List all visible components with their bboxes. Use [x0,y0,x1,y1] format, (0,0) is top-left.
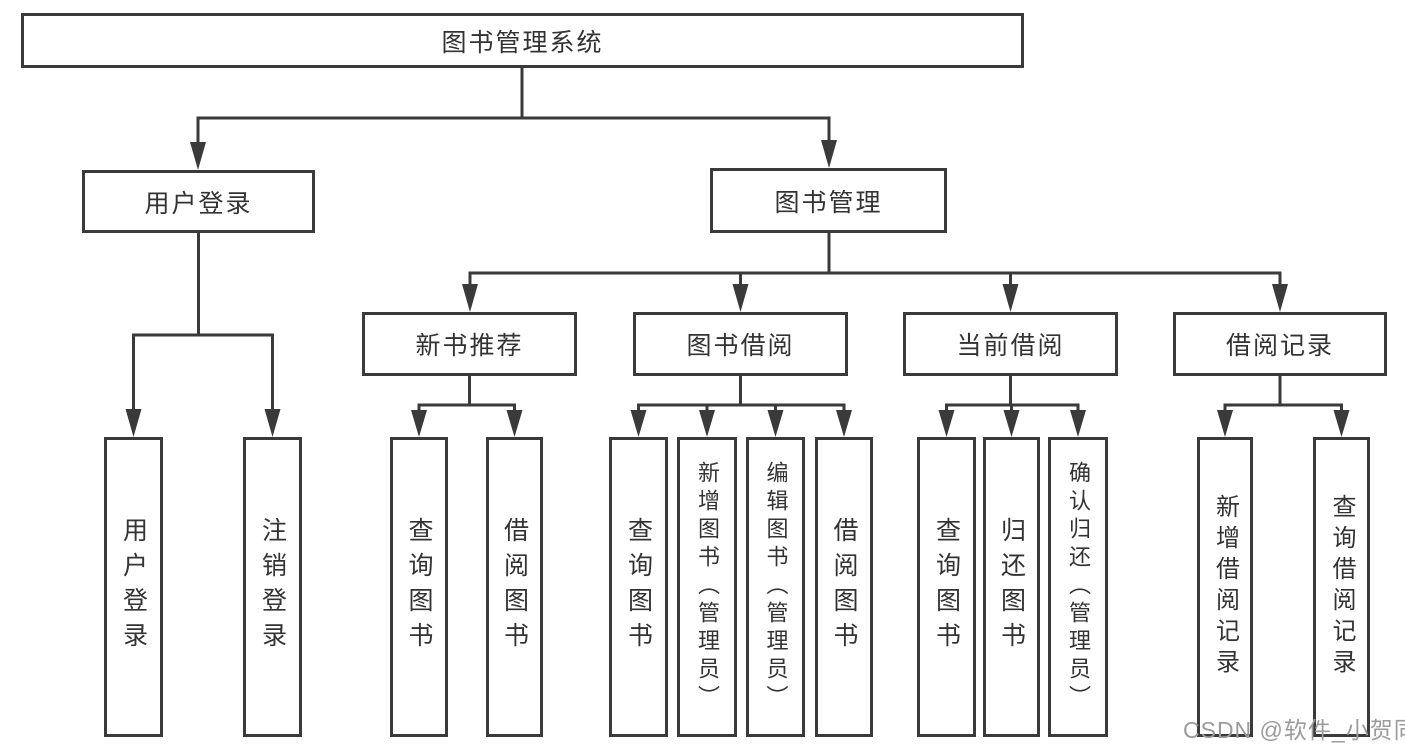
connector-book-management-sections [462,233,1288,312]
node-current-borrowing: 当前借阅 [903,312,1118,376]
csdn-watermark: CSDN @软件_小贺同学 [1183,717,1405,743]
leaf-confirm-return-admin: 确认归还（管理员） [1048,437,1108,737]
leaf-edit-book-admin: 编辑图书（管理员） [746,437,805,737]
leaf-add-borrow-record: 新增借阅记录 [1197,437,1253,737]
leaf-query-books-borrowing: 查询图书 [609,437,668,737]
leaf-logout: 注销登录 [243,437,302,737]
leaf-query-books-recommend: 查询图书 [390,437,448,737]
connector-root-to-level2 [190,68,837,170]
leaf-return-books: 归还图书 [983,437,1040,737]
node-user-login: 用户登录 [82,170,315,233]
node-borrowing-records: 借阅记录 [1173,312,1387,376]
connector-current-borrowing-children [938,376,1086,437]
connector-book-borrowing-children [630,376,852,437]
node-new-book-recommend: 新书推荐 [362,312,577,376]
node-library-management-system: 图书管理系统 [21,13,1024,68]
leaf-borrow-books-recommend: 借阅图书 [486,437,543,737]
leaf-borrow-books: 借阅图书 [815,437,873,737]
connector-borrowing-records-children [1217,376,1350,437]
leaf-query-borrow-record: 查询借阅记录 [1313,437,1370,737]
connector-new-book-recommend-children [411,376,523,437]
leaf-query-books-current: 查询图书 [917,437,976,737]
connector-user-login-children [125,233,281,437]
node-book-management: 图书管理 [710,168,947,233]
leaf-add-book-admin: 新增图书（管理员） [677,437,737,737]
node-book-borrowing: 图书借阅 [633,312,848,376]
leaf-user-login: 用户登录 [104,437,163,737]
